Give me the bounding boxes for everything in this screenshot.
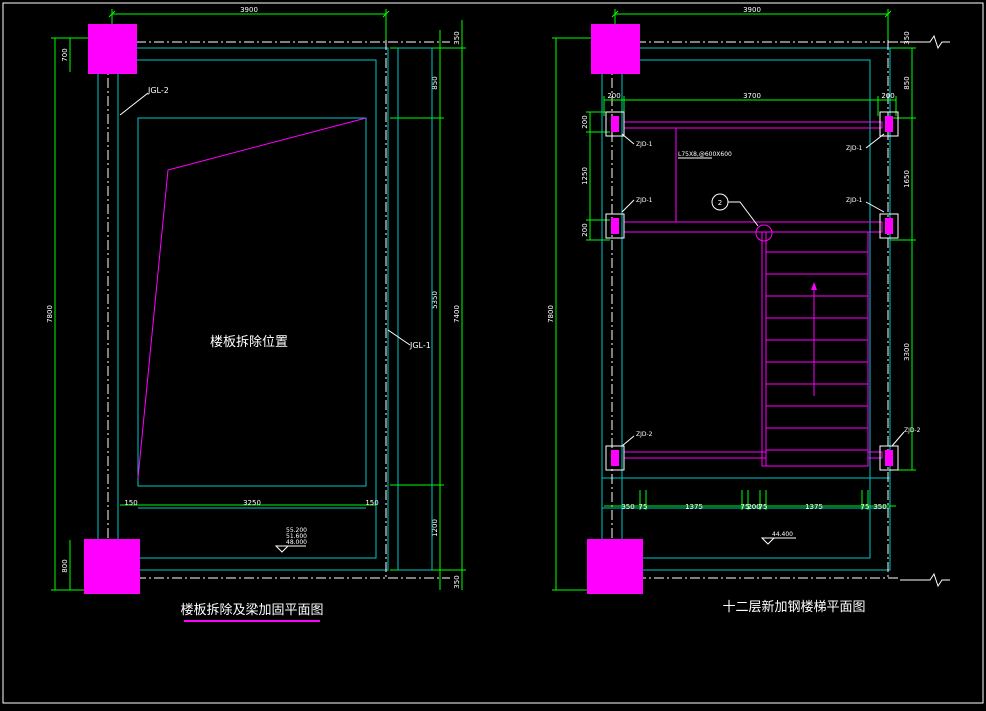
detail-circle bbox=[755, 224, 773, 242]
beam-right-leader bbox=[387, 329, 411, 346]
right-dim-left-a: 200 bbox=[581, 115, 589, 128]
node-label-4: ZJD-1 bbox=[846, 197, 863, 204]
right-dim-bottom-2: 75 bbox=[639, 503, 648, 511]
node-label-5: ZJD-2 bbox=[636, 431, 653, 438]
right-bottom-dimension bbox=[604, 490, 896, 510]
right-walls bbox=[601, 47, 891, 571]
right-dim-bottom-5: 200 bbox=[747, 503, 760, 511]
left-plan-title: 楼板拆除及梁加固平面图 bbox=[180, 603, 323, 618]
right-dim-right-c: 3300 bbox=[903, 343, 911, 361]
right-dim-right-b: 1650 bbox=[903, 170, 911, 188]
node-leaders bbox=[621, 133, 905, 447]
stair-treads bbox=[766, 251, 868, 451]
right-plan: 3900 7800 200 1250 200 850 1650 3300 350 bbox=[547, 6, 950, 615]
beam-right-label: JGL-1 bbox=[409, 341, 431, 350]
left-walls bbox=[97, 47, 433, 571]
break-lines bbox=[900, 34, 950, 588]
right-column-top bbox=[591, 24, 640, 74]
left-column-bottom bbox=[84, 539, 140, 594]
left-dim-right-top: 850 bbox=[431, 76, 439, 89]
right-dim-top-right: 350 bbox=[903, 31, 911, 44]
right-dim-bottom-3: 1375 bbox=[685, 503, 703, 511]
right-dim-left-total: 7800 bbox=[547, 305, 555, 323]
left-axis-lines bbox=[100, 40, 450, 579]
right-dim-bottom-8: 75 bbox=[861, 503, 870, 511]
right-dim-bottom-7: 1375 bbox=[805, 503, 823, 511]
angle-steel-note: L75X8,@600X600 bbox=[678, 151, 732, 158]
right-dim-inner-mid: 3700 bbox=[743, 92, 761, 100]
left-dim-top-right: 350 bbox=[453, 31, 461, 44]
left-dim-left-total: 7800 bbox=[46, 305, 54, 323]
left-plan: 3900 7800 700 800 350 7400 850 5350 1200… bbox=[46, 6, 466, 622]
demolition-outline bbox=[137, 117, 367, 479]
left-dim-left-bottom: 800 bbox=[61, 559, 69, 572]
left-dim-bottom-left: 150 bbox=[124, 499, 137, 507]
right-dim-right-a: 850 bbox=[903, 76, 911, 89]
left-dim-left-top: 700 bbox=[61, 48, 69, 61]
right-dim-inner-right: 200 bbox=[881, 92, 894, 100]
demolition-area-label: 楼板拆除位置 bbox=[210, 335, 288, 350]
right-column-bottom bbox=[587, 539, 643, 594]
left-dim-bottom-mid: 3250 bbox=[243, 499, 261, 507]
right-plan-title: 十二层新加钢楼梯平面图 bbox=[722, 599, 865, 615]
right-dim-bottom-4: 75 bbox=[741, 503, 750, 511]
column-node-fills bbox=[611, 116, 893, 466]
section-mark-label: 2 bbox=[718, 199, 722, 207]
right-dim-left-c: 200 bbox=[581, 223, 589, 236]
left-elevation-3: 48.000 bbox=[286, 539, 307, 546]
beam-left-leader bbox=[119, 92, 149, 116]
beam-left-label: JGL-2 bbox=[147, 86, 169, 95]
right-dim-top: 3900 bbox=[743, 6, 761, 14]
left-elevation-1: 55.200 bbox=[286, 527, 307, 534]
right-dim-bottom-9: 350 bbox=[873, 503, 886, 511]
right-top-dimension bbox=[611, 9, 892, 40]
node-label-2: ZJD-1 bbox=[636, 197, 653, 204]
node-label-1: ZJD-1 bbox=[636, 141, 653, 148]
node-label-3: ZJD-1 bbox=[846, 145, 863, 152]
section-leader bbox=[728, 201, 759, 227]
left-dim-bottom-right: 150 bbox=[365, 499, 378, 507]
right-dim-left-b: 1250 bbox=[581, 167, 589, 185]
column-nodes bbox=[605, 111, 899, 471]
left-dim-top: 3900 bbox=[240, 6, 258, 14]
right-axis-lines bbox=[600, 40, 900, 579]
node-label-6: ZJD-2 bbox=[904, 427, 921, 434]
left-elevation-2: 51.600 bbox=[286, 533, 307, 540]
left-dim-right-end: 350 bbox=[453, 575, 461, 588]
stair-up-arrow-icon bbox=[811, 282, 817, 290]
left-dim-right-mid: 5350 bbox=[431, 291, 439, 309]
left-dim-right-total: 7400 bbox=[453, 305, 461, 323]
left-column-top bbox=[88, 24, 137, 74]
left-dim-right-bottom: 1200 bbox=[431, 519, 439, 537]
right-dim-bottom-1: 350 bbox=[621, 503, 634, 511]
right-dim-bottom-6: 75 bbox=[759, 503, 768, 511]
right-elevation-label: 44.400 bbox=[772, 531, 793, 538]
right-dim-inner-left: 200 bbox=[607, 92, 620, 100]
